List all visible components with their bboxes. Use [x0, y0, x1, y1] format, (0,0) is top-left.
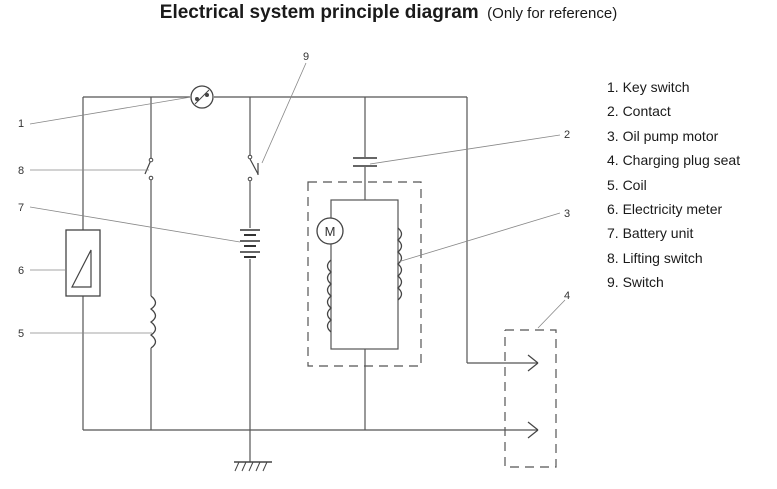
- legend-item: 4. Charging plug seat: [607, 152, 741, 169]
- motor-label: M: [325, 224, 336, 239]
- callout-9: 9: [303, 51, 309, 63]
- legend-item: 3. Oil pump motor: [607, 127, 719, 144]
- callout-3: 3: [564, 208, 570, 220]
- title-sub: (Only for reference): [487, 5, 618, 22]
- electricity-meter-symbol: [65, 229, 101, 297]
- callout-8: 8: [18, 165, 24, 177]
- lifting-switch-branch: [144, 97, 157, 430]
- legend-item: 9. Switch: [607, 274, 664, 291]
- title-main: Electrical system principle diagram: [159, 2, 479, 23]
- callout-numbers: 1 8 7 6 5 9 2 3 4: [18, 51, 570, 340]
- key-switch-symbol: [190, 85, 214, 109]
- legend-item: 7. Battery unit: [607, 225, 694, 242]
- legend-item: 2. Contact: [607, 103, 671, 120]
- callout-6: 6: [18, 265, 24, 277]
- legend-item: 1. Key switch: [607, 79, 690, 95]
- battery-branch: [240, 97, 260, 462]
- diagram-title: Electrical system principle diagram (Onl…: [0, 2, 777, 24]
- charging-plug-seat-symbol: [504, 329, 557, 468]
- callout-5: 5: [18, 328, 24, 340]
- callout-1: 1: [18, 118, 24, 130]
- callout-2: 2: [564, 129, 570, 141]
- callout-7: 7: [18, 202, 24, 214]
- ground-symbol: [234, 461, 272, 472]
- leader-lines: [29, 62, 566, 334]
- component-legend: 1. Key switch 2. Contact 3. Oil pump mot…: [607, 75, 740, 295]
- legend-item: 8. Lifting switch: [607, 249, 703, 266]
- motor-branch: [307, 97, 422, 430]
- callout-4: 4: [564, 290, 570, 302]
- legend-item: 5. Coil: [607, 176, 647, 193]
- legend-item: 6. Electricity meter: [607, 201, 723, 218]
